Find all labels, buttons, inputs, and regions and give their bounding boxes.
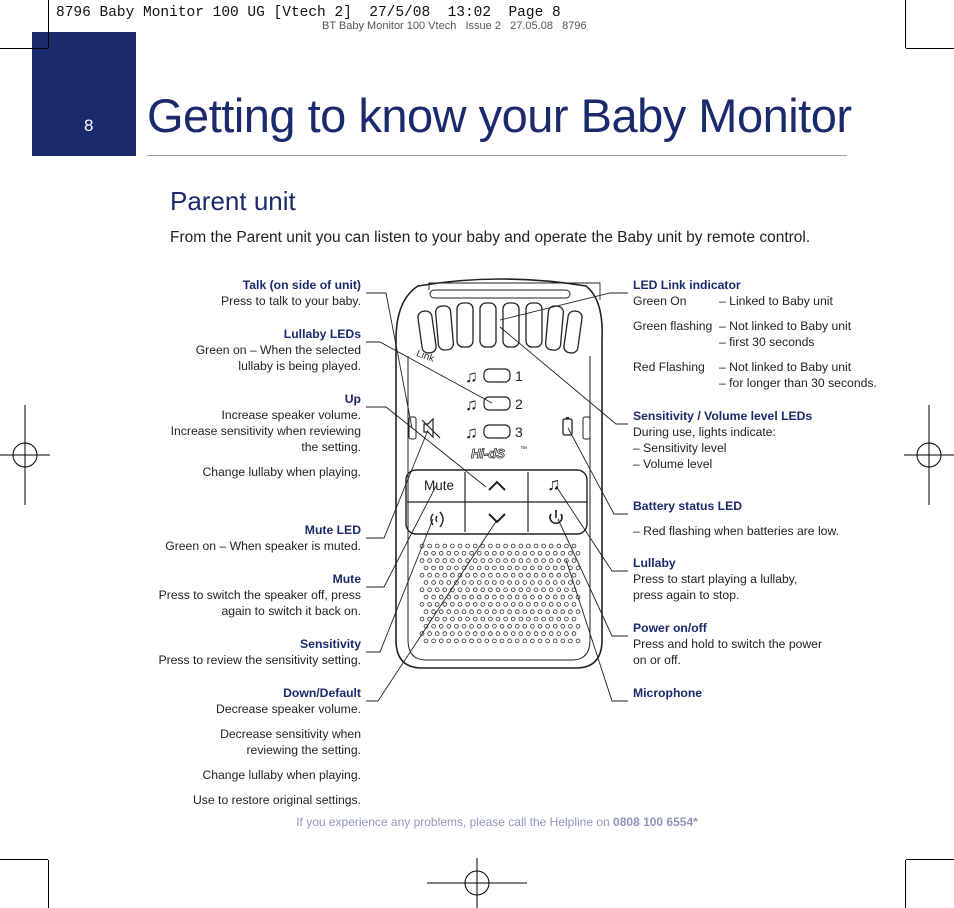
- print-slug: 8796 Baby Monitor 100 UG [Vtech 2] 27/5/…: [56, 5, 561, 21]
- led-state-row-cont: – for longer than 30 seconds.: [633, 375, 877, 391]
- trademark: ™: [520, 446, 527, 453]
- callout-battery: Battery status LED – Red flashing when b…: [633, 498, 839, 539]
- footer-helpline: If you experience any problems, please c…: [0, 815, 954, 829]
- section-title: Parent unit: [170, 186, 296, 216]
- callout-text: Change lullaby when playing.: [202, 465, 361, 479]
- callout-power: Power on/off Press and hold to switch th…: [633, 620, 822, 668]
- callout-text: Press to switch the speaker off, press: [158, 588, 361, 602]
- callout-mute: Mute Press to switch the speaker off, pr…: [159, 571, 361, 619]
- callout-text: Change lullaby when playing.: [202, 768, 361, 782]
- title-rule: [147, 155, 847, 156]
- callout-sensitivity: Sensitivity Press to review the sensitiv…: [158, 636, 361, 668]
- callout-heading: Battery status LED: [633, 499, 743, 513]
- lullaby-number-2: 2: [515, 396, 523, 412]
- registration-marks: [0, 405, 954, 908]
- callout-down: Down/Default Decrease speaker volume. De…: [193, 685, 361, 808]
- callout-heading: Sensitivity: [300, 637, 361, 651]
- led-state-desc: – for longer than 30 seconds.: [719, 376, 877, 390]
- callout-up: Up Increase speaker volume. Increase sen…: [171, 391, 361, 480]
- chevron-up-icon: [488, 480, 506, 491]
- leader-lines: [366, 282, 628, 702]
- speaker-muted-icon: [421, 417, 441, 439]
- callout-lullaby-leds: Lullaby LEDs Green on – When the selecte…: [196, 326, 361, 374]
- callout-heading: Microphone: [633, 686, 703, 700]
- callout-text: reviewing the setting.: [246, 743, 362, 757]
- callout-microphone: Microphone: [633, 685, 702, 701]
- callout-text: the setting.: [301, 440, 361, 454]
- note-icon-1: ♫: [465, 367, 478, 386]
- callout-text: Decrease sensitivity when: [220, 727, 361, 741]
- sensitivity-icon: [430, 511, 444, 528]
- callout-text: Decrease speaker volume.: [216, 702, 361, 716]
- callout-text: lullaby is being played.: [238, 359, 361, 373]
- callout-text: – Sensitivity level: [633, 441, 727, 455]
- callout-text: on or off.: [633, 653, 681, 667]
- callout-heading: Down/Default: [283, 686, 361, 700]
- helpline-number: 0808 100 6554*: [613, 815, 698, 829]
- lullaby-button-icon: ♫: [547, 474, 561, 494]
- callout-heading: Mute: [332, 572, 361, 586]
- callout-heading: LED Link indicator: [633, 278, 741, 292]
- callout-text: Increase sensitivity when reviewing: [170, 424, 361, 438]
- power-icon: [549, 513, 563, 525]
- page-tab: [32, 32, 136, 156]
- intro-text: From the Parent unit you can listen to y…: [170, 229, 811, 246]
- microphone-grille: [419, 543, 581, 644]
- led-state: Green On: [633, 294, 687, 308]
- callout-mute-led: Mute LED Green on – When speaker is mute…: [165, 522, 361, 554]
- callout-text: again to switch it back on.: [221, 604, 361, 618]
- callout-text: Green on – When the selected: [195, 343, 361, 357]
- callout-led-link: LED Link indicator Green On – Linked to …: [633, 277, 877, 391]
- callout-text: – Red flashing when batteries are low.: [633, 524, 839, 538]
- page-number: 8: [84, 116, 94, 135]
- callout-heading: Up: [344, 392, 361, 406]
- print-slug-ghost: BT Baby Monitor 100 Vtech Issue 2 27.05.…: [322, 20, 587, 32]
- callout-text: Press to start playing a lullaby,: [633, 572, 798, 586]
- callout-text: Press to review the sensitivity setting.: [158, 653, 361, 667]
- callout-heading: Talk (on side of unit): [242, 278, 361, 292]
- led-state-row: Red Flashing – Not linked to Baby unit: [633, 359, 851, 375]
- parent-unit-drawing: [395, 278, 603, 669]
- callout-text: Green on – When speaker is muted.: [165, 539, 361, 553]
- led-state-row-cont: – first 30 seconds: [633, 334, 815, 350]
- mute-button-label: Mute: [424, 478, 455, 493]
- led-state-desc: – first 30 seconds: [719, 335, 815, 349]
- callout-heading: Lullaby: [633, 556, 676, 570]
- note-icon-2: ♫: [465, 395, 478, 414]
- led-state: Green flashing: [633, 319, 713, 333]
- led-state-desc: – Linked to Baby unit: [719, 294, 833, 308]
- callout-text: Increase speaker volume.: [221, 408, 361, 422]
- led-state-desc: – Not linked to Baby unit: [719, 360, 852, 374]
- led-state-row: Green flashing – Not linked to Baby unit: [633, 318, 851, 334]
- callout-heading: Lullaby LEDs: [283, 327, 361, 341]
- footer-text: If you experience any problems, please c…: [296, 815, 614, 829]
- callout-heading: Sensitivity / Volume level LEDs: [633, 409, 813, 423]
- level-led-slots: [417, 302, 583, 354]
- chevron-down-icon: [488, 513, 506, 524]
- callout-text: press again to stop.: [633, 588, 740, 602]
- callout-talk: Talk (on side of unit) Press to talk to …: [221, 277, 361, 309]
- callout-lullaby: Lullaby Press to start playing a lullaby…: [633, 555, 797, 603]
- lullaby-number-1: 1: [515, 368, 523, 384]
- callout-text: Use to restore original settings.: [193, 793, 361, 807]
- led-state: Red Flashing: [633, 360, 705, 374]
- callout-sens-vol-leds: Sensitivity / Volume level LEDs During u…: [633, 408, 812, 472]
- note-icon-3: ♫: [465, 423, 478, 442]
- callout-text: During use, lights indicate:: [633, 425, 776, 439]
- callout-heading: Power on/off: [633, 621, 707, 635]
- lullaby-number-3: 3: [515, 424, 523, 440]
- callout-text: – Volume level: [633, 457, 713, 471]
- led-state-desc: – Not linked to Baby unit: [719, 319, 852, 333]
- callout-text: Press and hold to switch the power: [633, 637, 823, 651]
- callout-heading: Mute LED: [304, 523, 361, 537]
- brand-logo: Hi-dS: [471, 446, 506, 462]
- callout-text: Press to talk to your baby.: [221, 294, 361, 308]
- page-title: Getting to know your Baby Monitor: [147, 89, 852, 142]
- lullaby-leds: [483, 368, 511, 439]
- led-state-row: Green On – Linked to Baby unit: [633, 293, 833, 309]
